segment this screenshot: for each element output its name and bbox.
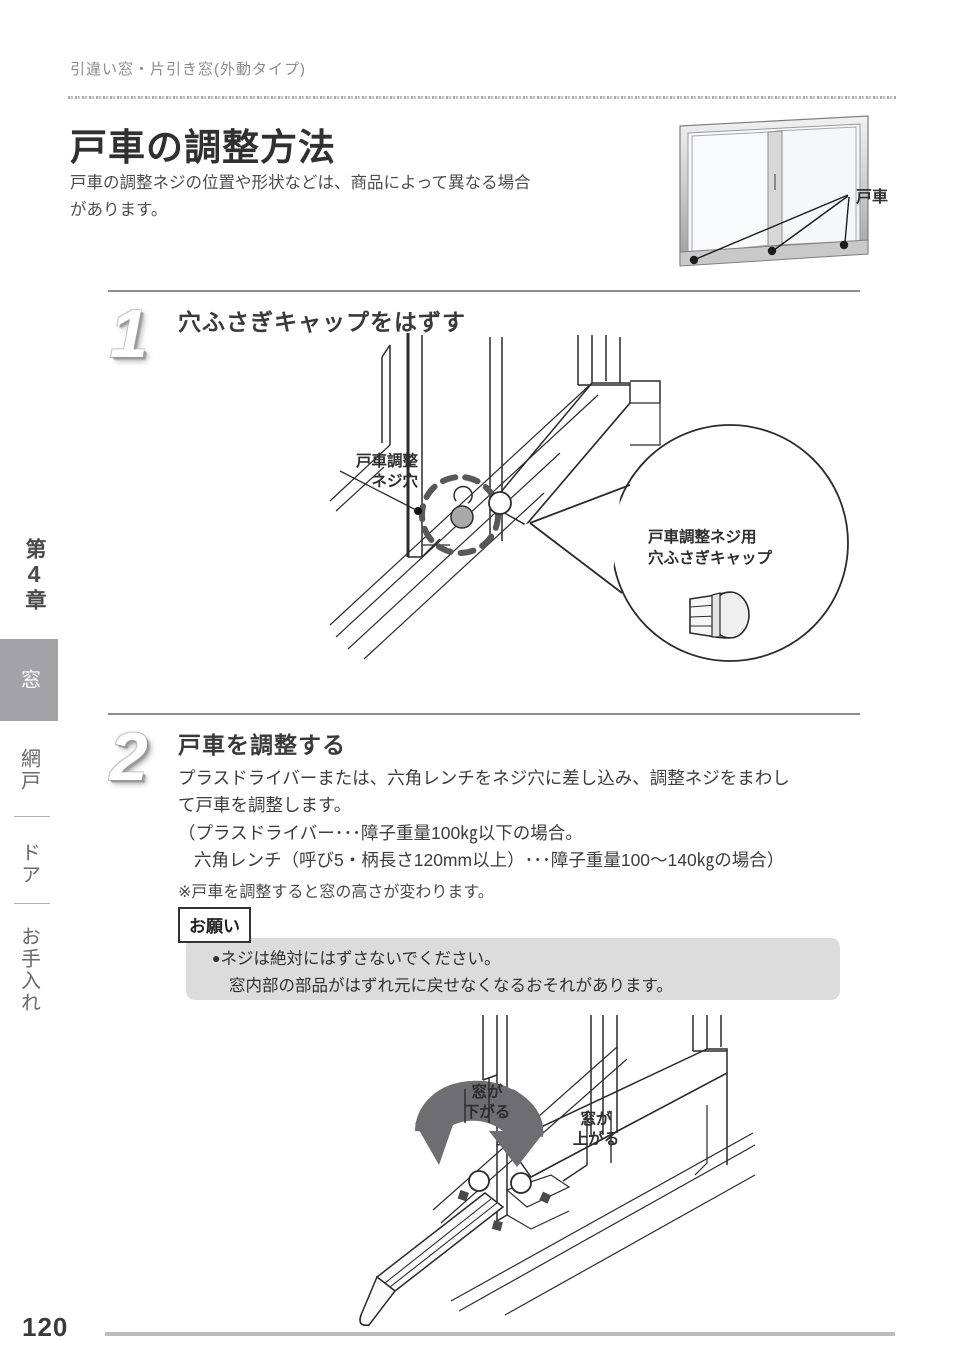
step-1-title: 穴ふさぎキャップをはずす [178, 309, 466, 335]
step-2-body-line-3: （プラスドライバー･･･障子重量100㎏以下の場合。 [178, 822, 583, 843]
chapter-indicator: 第4章 [14, 538, 47, 612]
chapter-suffix: 章 [23, 589, 46, 612]
step-2-number: 2 [110, 719, 148, 795]
step-2-body-line-2: て戸車を調整します。 [178, 795, 352, 816]
page-title: 戸車の調整方法 [70, 127, 336, 168]
sidebar-tab-door-label: ドア [17, 842, 40, 886]
sidebar-tab-door[interactable]: ドア [0, 835, 58, 893]
step-1-screw-hole-label: 戸車調整 ネジ穴 [355, 453, 418, 491]
step-2-window-up-label: 窓が 上がる [572, 1111, 620, 1149]
notice-tag: お願い [178, 907, 251, 943]
step-2-body-line-4: 六角レンチ（呼び5・柄長さ120mm以上）･･･障子重量100〜140㎏の場合） [194, 849, 785, 870]
sidebar-tab-maintenance[interactable]: お手入れ [0, 922, 58, 1018]
footer-rule [105, 1332, 895, 1336]
sidebar-tab-window-label: 窓 [17, 669, 40, 691]
sidebar-tab-maintenance-label: お手入れ [17, 926, 40, 1014]
page-number: 120 [22, 1312, 69, 1342]
sidebar-tab-screen-door[interactable]: 網戸 [0, 741, 58, 799]
sidebar-divider-1 [14, 816, 50, 817]
step-2-diagram [355, 1015, 756, 1335]
step-2-title: 戸車を調整する [178, 732, 346, 758]
hero-roller-label: 戸車 [856, 189, 889, 206]
step-2-body: プラスドライバーまたは、六角レンチをネジ穴に差し込み、調整ネジをまわし て戸車を… [178, 765, 878, 874]
step-2-body-line-1: プラスドライバーまたは、六角レンチをネジ穴に差し込み、調整ネジをまわし [178, 768, 790, 788]
header-rule [68, 96, 896, 99]
sidebar: 第4章 窓 網戸 ドア お手入れ [0, 0, 60, 1358]
notice-item-1-sub: 窓内部の部品がはずれ元に戻せなくなるおそれがあります。 [229, 976, 673, 995]
sidebar-divider-2 [14, 903, 50, 904]
section-divider-2 [108, 713, 860, 715]
step-2-note: ※戸車を調整すると窓の高さが変わります。 [178, 884, 494, 901]
window-illustration [672, 112, 912, 282]
chapter-number: 4 [21, 561, 47, 589]
notice-content: ●ネジは絶対にはずさないでください。 窓内部の部品がはずれ元に戻せなくなるおそれ… [212, 946, 832, 999]
sidebar-tab-screen-door-label: 網戸 [17, 748, 40, 792]
notice-box [186, 938, 840, 1000]
running-head: 引違い窓・片引き窓(外動タイプ) [70, 61, 306, 78]
chapter-prefix: 第 [23, 538, 46, 561]
sidebar-tab-window[interactable]: 窓 [0, 639, 58, 721]
page-subtitle: 戸車の調整ネジの位置や形状などは、商品によって異なる場合 があります。 [70, 174, 531, 219]
step-1-callout-label: 戸車調整ネジ用 穴ふさぎキャップ [648, 529, 773, 567]
step-1-number: 1 [110, 296, 148, 372]
step-2-window-down-label: 窓が 下がる [463, 1084, 511, 1122]
step-1-diagram [329, 325, 890, 695]
notice-bullet-icon: ● [212, 950, 221, 966]
section-divider-1 [108, 290, 860, 292]
notice-item-1: ネジは絶対にはずさないでください。 [220, 950, 501, 968]
